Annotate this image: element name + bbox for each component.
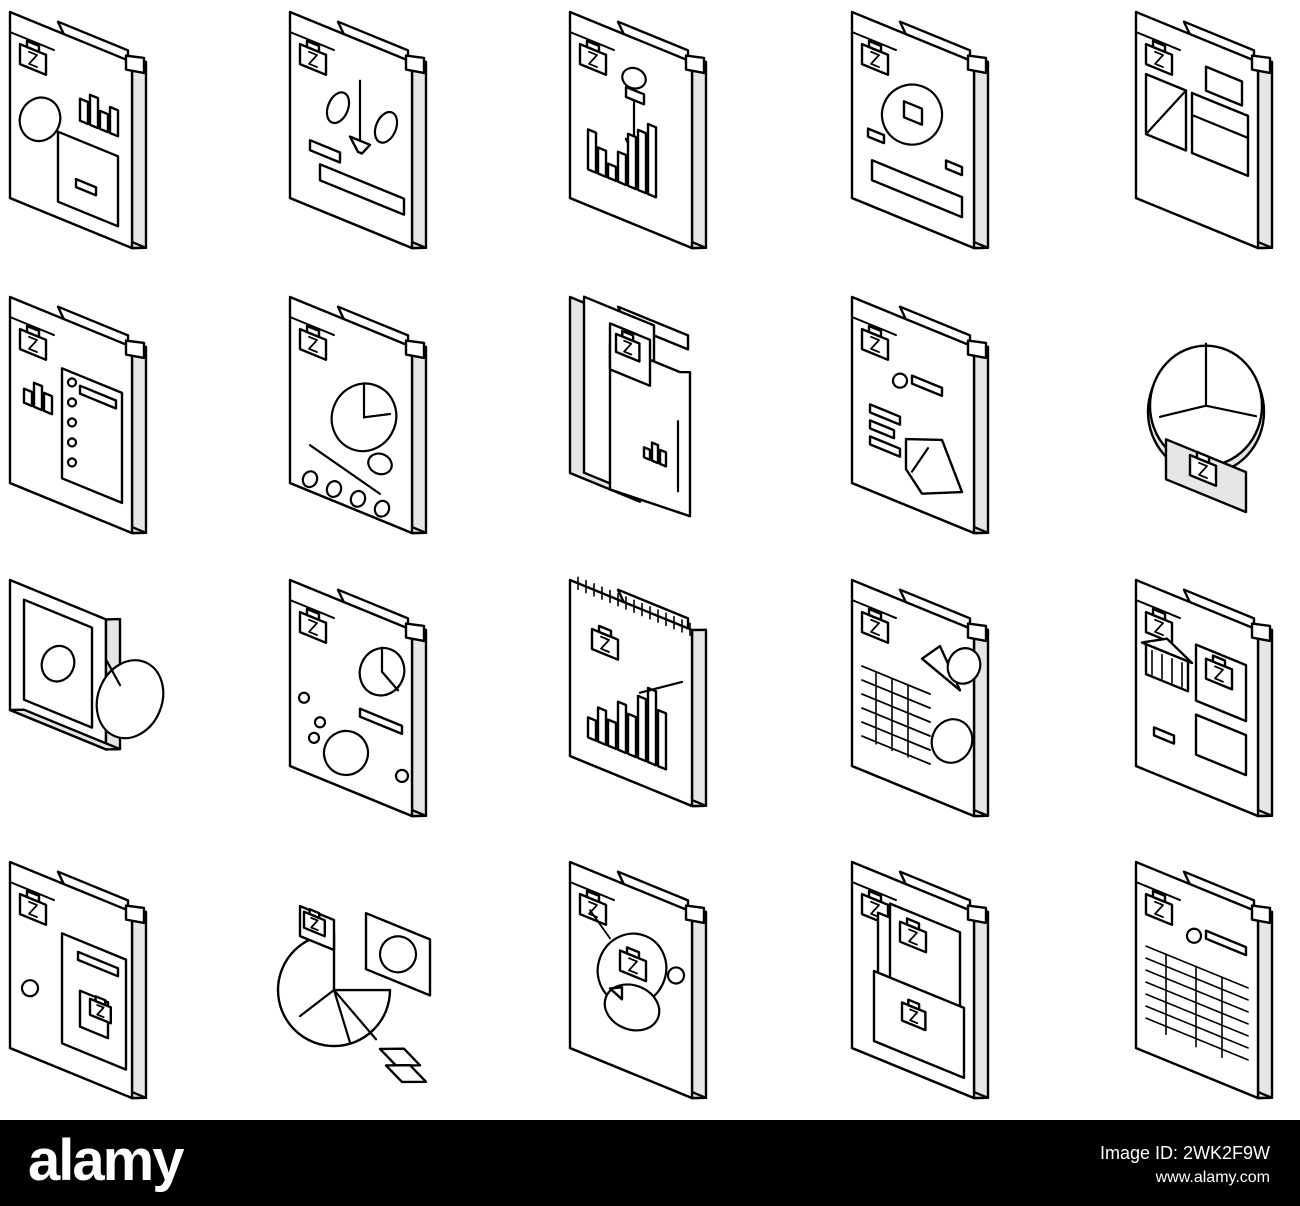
user-downtrend-chart-icon: [568, 10, 708, 250]
book-analysis-icon: [568, 295, 692, 518]
image-id-label: Image ID: 2WK2F9W: [1099, 1143, 1270, 1163]
bank-report-icon: [1134, 578, 1274, 818]
brand-logo[interactable]: alamy: [28, 1128, 184, 1193]
spreadsheet-report-icon: [850, 578, 990, 818]
calendar-bar-chart-icon: [568, 576, 708, 808]
stock-footer: alamy Image ID: 2WK2F9W www.alamy.com: [0, 1120, 1300, 1206]
gear-process-report-icon: [288, 578, 428, 818]
checklist-report-icon: [8, 295, 148, 535]
table-report-icon: [1134, 860, 1274, 1100]
scales-balance-icon: [288, 10, 428, 250]
site-url[interactable]: www.alamy.com: [1155, 1169, 1270, 1186]
folder-documents-icon: [850, 860, 990, 1100]
pie-chart-briefcase-icon: [1146, 342, 1266, 514]
area-chart-report-icon: [850, 295, 990, 535]
pie-chart-chat-icon: [276, 904, 432, 1084]
document-flow-icon: [8, 860, 148, 1100]
gear-cycle-icon: [568, 860, 708, 1100]
icon-grid: [8, 10, 1274, 1100]
pie-report-icon: [288, 295, 428, 535]
report-pie-bars-icon: [8, 10, 148, 250]
dashboard-layout-icon: [1134, 10, 1274, 250]
money-bill-coin-icon: [8, 578, 165, 751]
gear-finance-icon: [850, 10, 990, 250]
